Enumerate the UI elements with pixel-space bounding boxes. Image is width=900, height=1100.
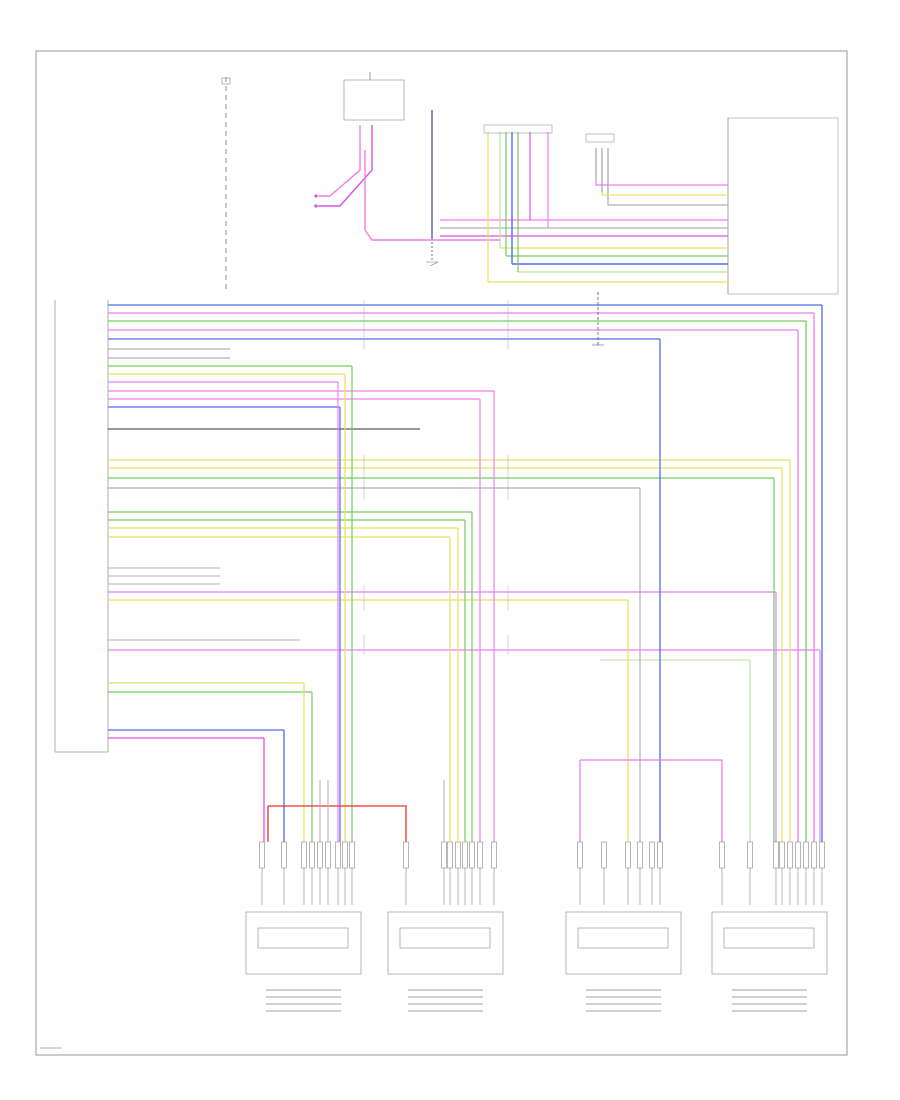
seat-module-psm-rear — [711, 911, 828, 975]
connector-pin — [795, 841, 801, 869]
wire — [580, 759, 723, 842]
connector-pin — [747, 841, 753, 869]
connector-pin — [719, 841, 725, 869]
seat-module-inner — [257, 927, 349, 949]
connector-pin — [637, 841, 643, 869]
seat-modules — [245, 841, 828, 1012]
connector-pin — [403, 841, 409, 869]
connector-pin — [317, 841, 323, 869]
connector-pin — [342, 841, 348, 869]
connector-pin — [625, 841, 631, 869]
connector-pin — [281, 841, 287, 869]
connector-pin — [325, 841, 331, 869]
passenger-climate-module — [54, 300, 109, 753]
connector-pin — [577, 841, 583, 869]
connector-pin — [259, 841, 265, 869]
connector-pin — [601, 841, 607, 869]
horizontal-wires — [108, 304, 822, 739]
connector-pin — [811, 841, 817, 869]
connector-pin — [309, 841, 315, 869]
inline-connectors — [363, 292, 604, 655]
seat-module-dsm-front — [245, 911, 362, 975]
connector-pin — [455, 841, 461, 869]
connector-pin — [349, 841, 355, 869]
connector-pin — [649, 841, 655, 869]
top-power-section — [221, 72, 839, 295]
connector-pin — [477, 841, 483, 869]
seat-module-inner — [577, 927, 669, 949]
connector-pin — [819, 841, 825, 869]
seat-module-psm-front — [565, 911, 682, 975]
connector-pin — [441, 841, 447, 869]
connector-pin — [779, 841, 785, 869]
connector-pin — [335, 841, 341, 869]
diagram-frame — [35, 50, 848, 1056]
seat-module-inner — [723, 927, 815, 949]
connector-pin — [773, 841, 779, 869]
connector-pin — [462, 841, 468, 869]
connector-pin — [469, 841, 475, 869]
seat-module-inner — [399, 927, 491, 949]
connector-pin — [803, 841, 809, 869]
connector-pin — [787, 841, 793, 869]
connector-pin — [491, 841, 497, 869]
fuse-box — [343, 79, 405, 121]
right-top-connector — [727, 117, 839, 295]
connector-pin — [657, 841, 663, 869]
seat-module-dsm-rear — [387, 911, 504, 975]
connector-pin — [301, 841, 307, 869]
connector-pin — [447, 841, 453, 869]
red-wire — [268, 805, 407, 842]
vertical-wires — [263, 305, 823, 842]
